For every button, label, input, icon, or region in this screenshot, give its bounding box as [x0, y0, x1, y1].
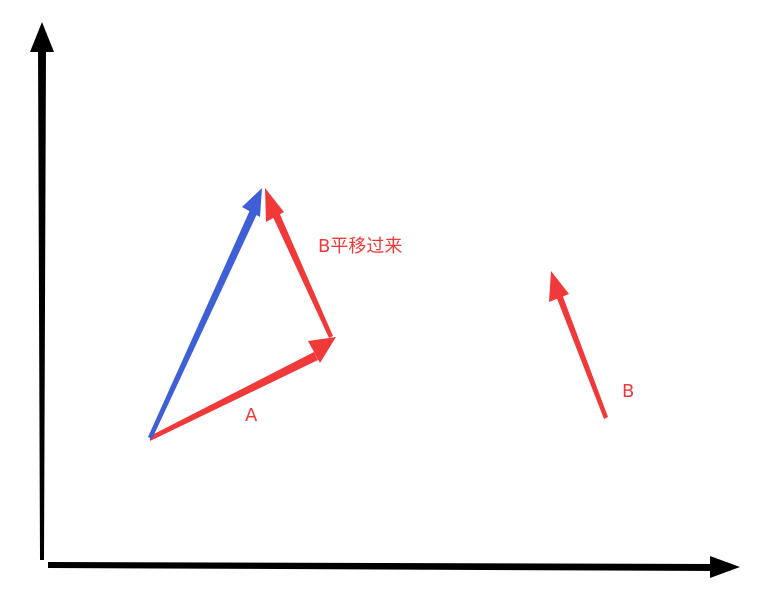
vector-b-arrowhead [549, 271, 569, 302]
y-axis-arrowhead [30, 22, 54, 52]
vector-b [549, 271, 608, 419]
vector-b-translated [265, 188, 333, 338]
vector-b-translated-shaft [272, 212, 333, 338]
vector-b-translated-label: B平移过来 [318, 236, 402, 257]
vector-sum-shaft [148, 210, 257, 439]
vector-sum-arrowhead [242, 188, 262, 217]
vector-b-translated-arrowhead [265, 188, 284, 222]
vector-sum [148, 188, 262, 439]
x-axis-line [48, 562, 716, 571]
vector-b-shaft [556, 294, 608, 419]
vector-a-arrowhead [308, 337, 336, 363]
vector-b-label: B [622, 381, 634, 402]
vector-a [150, 337, 336, 441]
x-axis-arrowhead [710, 556, 740, 578]
x-axis [48, 556, 740, 578]
y-axis-line [38, 48, 46, 560]
vector-a-shaft [150, 352, 318, 441]
y-axis [30, 22, 54, 560]
vector-a-label: A [245, 405, 258, 426]
